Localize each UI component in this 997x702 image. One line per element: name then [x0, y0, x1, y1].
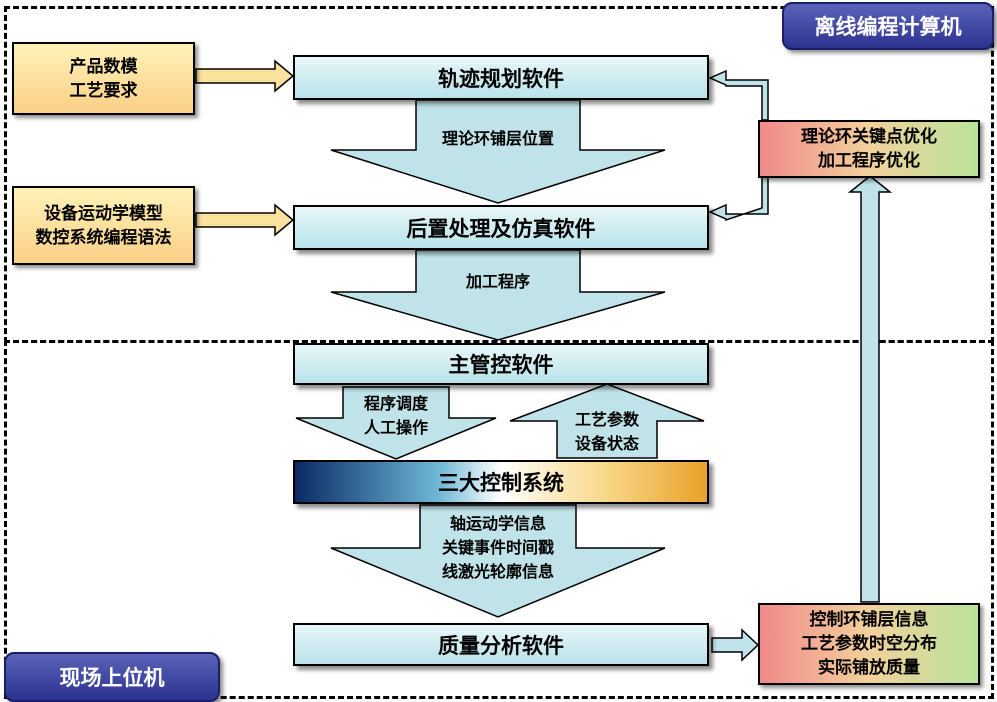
onsite-computer-tag: 现场上位机	[4, 652, 220, 702]
input2-line-2: 数控系统编程语法	[35, 227, 172, 248]
quality-output-arrow	[711, 628, 760, 662]
master-control-box: 主管控软件	[293, 343, 709, 385]
program-arrow	[330, 249, 666, 341]
postprocess-simulation-box: 后置处理及仿真软件	[293, 205, 709, 250]
quality-output-line-1: 控制环铺层信息	[809, 610, 929, 630]
opt-to-postprocess-arrow	[708, 175, 769, 222]
sensor-arrow	[330, 504, 666, 618]
equipment-model-input: 设备运动学模型 数控系统编程语法	[12, 186, 195, 265]
offline-computer-tag: 离线编程计算机	[782, 2, 994, 50]
product-model-input: 产品数模 工艺要求	[12, 42, 195, 115]
feedback-label: 工艺参数 设备状态	[557, 408, 657, 456]
input1-arrow	[195, 59, 295, 93]
layer-position-arrow	[330, 99, 666, 204]
quality-output-line-3: 实际铺放质量	[818, 658, 920, 678]
optimization-box: 理论环关键点优化 加工程序优化	[758, 120, 980, 178]
quality-analysis-box: 质量分析软件	[293, 623, 709, 666]
input2-arrow	[195, 203, 295, 237]
optimization-feedback-arrow	[847, 175, 893, 603]
feedback-line-1: 工艺参数	[574, 410, 639, 429]
sensor-line-2: 关键事件时间戳	[441, 538, 554, 557]
dispatch-line-2: 人工操作	[363, 418, 428, 437]
layer-position-label: 理论环铺层位置	[441, 129, 554, 148]
dispatch-label: 程序调度 人工操作	[343, 392, 449, 440]
onsite-region-frame	[4, 340, 994, 699]
feedback-line-2: 设备状态	[574, 434, 639, 453]
optimization-line-2: 加工程序优化	[818, 151, 920, 171]
sensor-line-1: 轴运动学信息	[449, 514, 546, 533]
program-label: 加工程序	[465, 272, 530, 291]
sensor-line-3: 线激光轮廓信息	[441, 562, 554, 581]
input1-line-1: 产品数模	[69, 56, 138, 77]
sensor-label: 轴运动学信息 关键事件时间戳 线激光轮廓信息	[405, 512, 591, 584]
input2-line-1: 设备运动学模型	[44, 203, 163, 224]
dispatch-line-1: 程序调度	[363, 394, 428, 413]
dispatch-arrow	[295, 386, 497, 460]
quality-output-box: 控制环铺层信息 工艺参数时空分布 实际铺放质量	[758, 603, 980, 685]
quality-output-line-2: 工艺参数时空分布	[801, 634, 937, 654]
feedback-arrow	[509, 383, 705, 459]
input1-line-2: 工艺要求	[69, 80, 138, 101]
optimization-line-1: 理论环关键点优化	[801, 127, 937, 147]
opt-to-trajectory-arrow	[708, 69, 769, 121]
control-systems-box: 三大控制系统	[293, 460, 709, 504]
trajectory-planning-box: 轨迹规划软件	[293, 55, 709, 100]
